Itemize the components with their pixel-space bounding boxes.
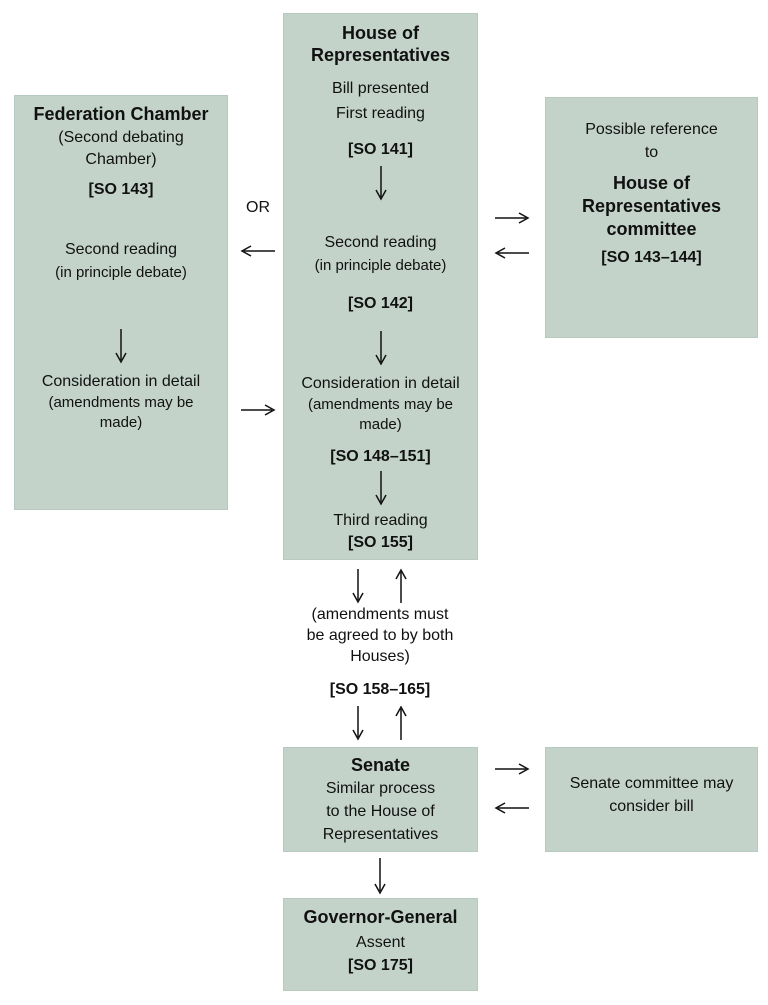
federation-consideration-label: Consideration in detail: [41, 373, 201, 390]
so-148-151-label: [SO 148–151]: [330, 448, 431, 465]
so-142-label: [SO 142]: [348, 295, 413, 312]
assent-label: Assent: [356, 934, 405, 951]
so-143-label: [SO 143]: [88, 181, 154, 198]
reference-intro: Possible reference to: [585, 121, 718, 161]
bill-presented-label: Bill presented: [332, 80, 429, 97]
reference-title: House of Representatives committee: [581, 173, 722, 239]
right-arrow-icon: [241, 404, 276, 416]
senate-committee-box: Senate committee may consider bill: [545, 747, 758, 852]
right-arrow-icon: [495, 763, 530, 775]
so-155-label: [SO 155]: [348, 534, 413, 551]
governor-general-box: Governor-General Assent [SO 175]: [283, 898, 478, 991]
federation-title: Federation Chamber: [33, 104, 209, 124]
down-arrow-icon: [374, 166, 387, 201]
up-arrow-icon: [395, 568, 407, 603]
so-143-144-label: [SO 143–144]: [601, 249, 702, 266]
third-reading-label: Third reading: [333, 512, 428, 529]
consideration-label: Consideration in detail: [301, 375, 460, 392]
house-committee-reference-box: Possible reference to House of Represent…: [545, 97, 758, 338]
federation-consideration-note: (amendments may be made): [48, 394, 194, 431]
house-of-representatives-box: House of Representatives Bill presented …: [283, 13, 478, 560]
down-arrow-icon: [352, 706, 364, 741]
amendments-agreement-note: (amendments must be agreed to by both Ho…: [306, 606, 454, 665]
so-175-label: [SO 175]: [348, 957, 413, 974]
down-arrow-icon: [352, 569, 364, 604]
federation-second-reading-note: (in principle debate): [55, 264, 187, 281]
senate-body: Similar process to the House of Represen…: [322, 780, 439, 843]
down-arrow-icon: [374, 471, 387, 506]
second-reading-label: Second reading: [324, 234, 437, 251]
consideration-note: (amendments may be made): [307, 396, 454, 433]
federation-subtitle: (Second debating Chamber): [58, 129, 184, 168]
senate-box: Senate Similar process to the House of R…: [283, 747, 478, 852]
senate-title: Senate: [350, 755, 411, 775]
house-title: House of Representatives: [310, 23, 451, 65]
governor-general-title: Governor-General: [303, 907, 458, 927]
left-arrow-icon: [240, 245, 275, 257]
down-arrow-icon: [115, 329, 127, 364]
federation-chamber-box: Federation Chamber (Second debating Cham…: [14, 95, 228, 510]
left-arrow-icon: [494, 802, 529, 814]
right-arrow-icon: [495, 212, 530, 224]
down-arrow-icon: [374, 858, 386, 895]
up-arrow-icon: [395, 705, 407, 740]
so-141-label: [SO 141]: [348, 141, 413, 158]
federation-second-reading-label: Second reading: [64, 241, 178, 258]
or-label: OR: [246, 199, 270, 216]
so-158-165-label: [SO 158–165]: [329, 681, 431, 698]
down-arrow-icon: [374, 331, 387, 366]
senate-committee-body: Senate committee may consider bill: [569, 775, 734, 815]
left-arrow-icon: [494, 247, 529, 259]
first-reading-label: First reading: [336, 105, 425, 122]
second-reading-note: (in principle debate): [314, 257, 447, 274]
